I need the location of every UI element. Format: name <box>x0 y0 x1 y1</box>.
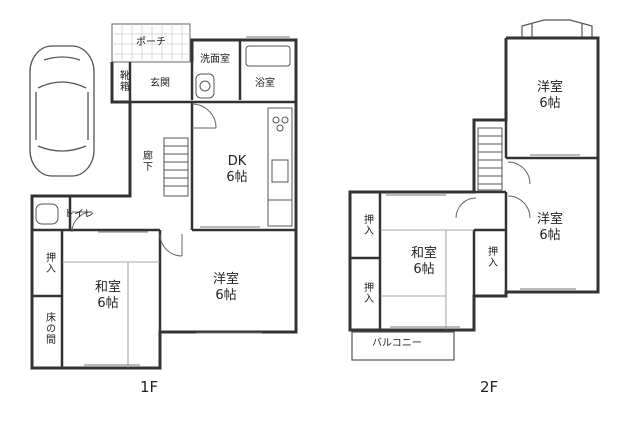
label-youshitsu-1f-size: 6帖 <box>215 288 237 303</box>
floor2-windows <box>386 154 580 328</box>
floor1-interior-walls <box>30 40 296 368</box>
label-hall: 廊下 <box>140 150 152 172</box>
floor1-tatami <box>62 261 160 368</box>
label-bath: 浴室 <box>255 78 275 89</box>
label-washitsu-2f-size: 6帖 <box>413 262 435 277</box>
label-closet-2f-lower: 押入 <box>361 282 373 304</box>
car-icon <box>29 45 95 177</box>
label-toilet: トイレ <box>64 209 94 220</box>
label-balcony: バルコニー <box>372 338 422 349</box>
floor1-stairs <box>163 137 189 197</box>
floor1-doors <box>71 103 217 257</box>
floor2-interior-walls <box>350 38 598 330</box>
label-youshitsu-2f-east-size: 6帖 <box>539 228 561 243</box>
floor-1-label: 1F <box>140 378 159 396</box>
label-washroom: 洗面室 <box>200 54 230 65</box>
label-dk-size: 6帖 <box>226 170 248 185</box>
label-porch: ポーチ <box>136 37 166 48</box>
floor2-plan <box>348 19 600 361</box>
floor2-stairs <box>477 127 503 191</box>
floor-2-label: 2F <box>480 378 499 396</box>
label-entrance: 玄関 <box>150 78 170 89</box>
label-washitsu-1f-name: 和室 <box>94 280 121 295</box>
label-closet-2f-upper: 押入 <box>361 214 373 236</box>
label-youshitsu-2f-north-name: 洋室 <box>536 80 563 95</box>
label-dk-name: DK <box>227 154 247 169</box>
floor1-windows <box>84 36 290 366</box>
label-closet-2f-right: 押入 <box>485 246 497 268</box>
balcony-area <box>351 331 455 361</box>
label-youshitsu-2f-east-name: 洋室 <box>536 212 563 227</box>
bath-fixtures <box>35 45 291 225</box>
floor1-plan <box>30 23 298 370</box>
floor2-outer-wall <box>348 36 600 332</box>
kitchen-counter <box>267 107 293 227</box>
floor2-tatami <box>380 229 474 330</box>
label-closet-1f: 押入 <box>43 252 55 274</box>
label-youshitsu-1f-name: 洋室 <box>212 272 239 287</box>
bay-window <box>521 19 593 38</box>
label-tokonoma: 床の間 <box>43 312 55 345</box>
porch-area <box>111 23 191 63</box>
label-shoe-box: 靴箱 <box>117 70 129 92</box>
label-washitsu-1f-size: 6帖 <box>97 296 119 311</box>
label-washitsu-2f-name: 和室 <box>410 246 437 261</box>
floor2-doors <box>455 161 531 219</box>
label-youshitsu-2f-north-size: 6帖 <box>539 96 561 111</box>
